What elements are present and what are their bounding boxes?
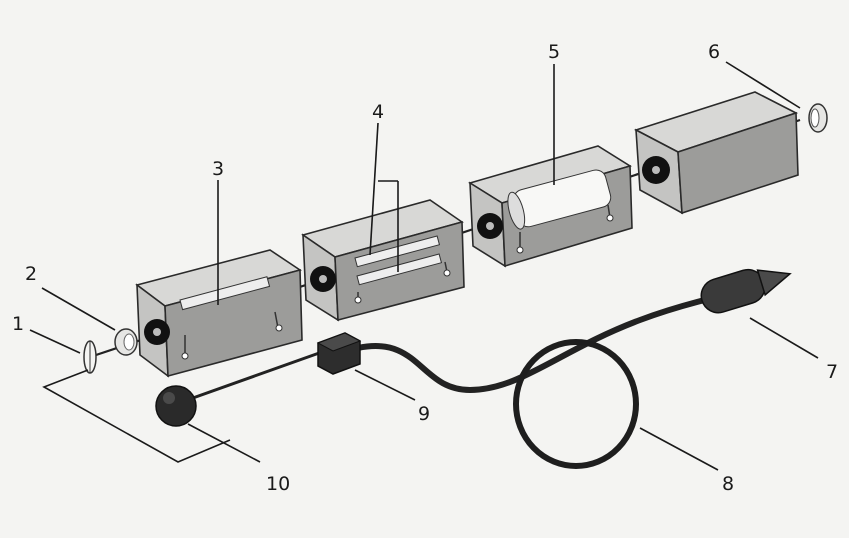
box-6-module bbox=[636, 92, 798, 213]
output-mirror bbox=[84, 341, 96, 373]
label-10: 10 bbox=[266, 473, 290, 495]
label-2: 2 bbox=[25, 263, 37, 285]
leader-8 bbox=[640, 428, 718, 470]
leader-1 bbox=[30, 330, 80, 353]
handpiece bbox=[697, 257, 795, 316]
leader-9 bbox=[355, 370, 415, 400]
window-disc bbox=[115, 329, 137, 355]
label-5: 5 bbox=[548, 41, 560, 63]
label-4: 4 bbox=[372, 101, 384, 123]
box-5-module bbox=[470, 146, 632, 266]
label-3: 3 bbox=[212, 158, 224, 180]
label-1: 1 bbox=[12, 313, 24, 335]
box-3-module bbox=[137, 250, 302, 376]
leader-7 bbox=[750, 318, 818, 358]
fiber-cable bbox=[358, 296, 718, 390]
box-4-module bbox=[303, 200, 464, 320]
bracket bbox=[44, 370, 230, 462]
connector bbox=[318, 333, 360, 374]
end-mirror bbox=[809, 104, 827, 132]
sphere bbox=[156, 386, 196, 426]
label-9: 9 bbox=[418, 403, 430, 425]
fiber-loop bbox=[516, 342, 636, 466]
label-6: 6 bbox=[708, 41, 720, 63]
label-7: 7 bbox=[826, 361, 838, 383]
label-8: 8 bbox=[722, 473, 734, 495]
leader-2 bbox=[42, 288, 115, 330]
